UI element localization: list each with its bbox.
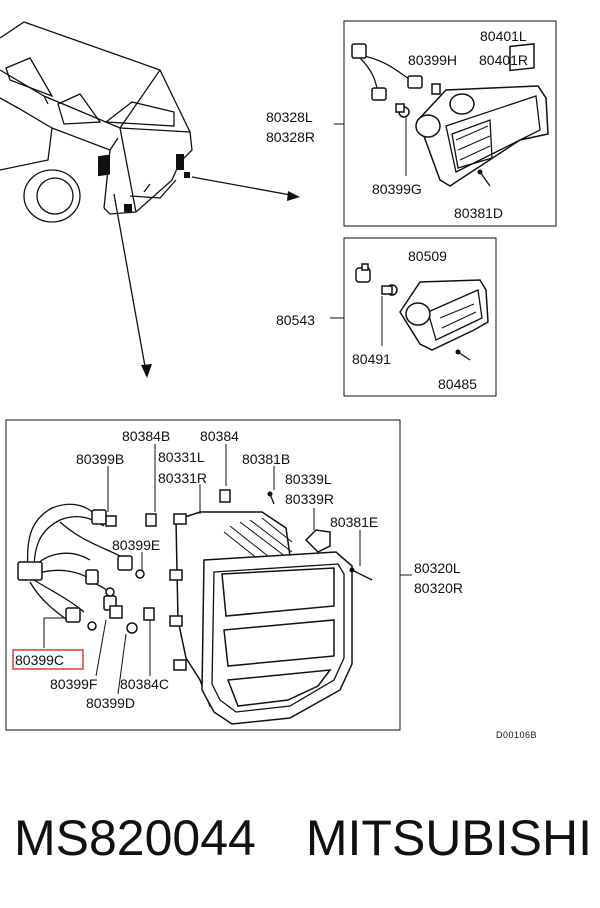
tail-lamp-body <box>169 511 373 725</box>
label-80328R: 80328R <box>266 129 315 145</box>
label-80401L: 80401L <box>480 28 527 44</box>
label-80381D: 80381D <box>454 205 503 221</box>
box-license-lamp <box>330 237 497 397</box>
label-80491: 80491 <box>352 351 391 367</box>
label-80399F: 80399F <box>50 676 97 692</box>
label-80485: 80485 <box>438 376 477 392</box>
label-80320L: 80320L <box>414 560 461 576</box>
pointer-arrows <box>113 176 300 378</box>
label-80339R: 80339R <box>285 491 334 507</box>
label-80399G: 80399G <box>372 181 422 197</box>
label-80331L: 80331L <box>158 449 205 465</box>
highlight-box-80399C <box>12 649 84 670</box>
label-80399E: 80399E <box>112 537 160 553</box>
leader-lines <box>43 444 412 695</box>
footer: MS820044 MITSUBISHI <box>14 808 594 868</box>
label-80384B: 80384B <box>122 428 170 444</box>
label-80384: 80384 <box>200 428 239 444</box>
wiring-harness <box>17 489 275 634</box>
callout-labels: 80401L 80399H 80401R 80328L 80328R 80399… <box>12 28 537 740</box>
label-80331R: 80331R <box>158 470 207 486</box>
box-tail-lamp-assembly <box>5 419 412 731</box>
parts-diagram: 80401L 80399H 80401R 80328L 80328R 80399… <box>0 20 557 740</box>
label-80328L: 80328L <box>266 109 313 125</box>
label-80543: 80543 <box>276 312 315 328</box>
box-rear-combination-lamp <box>334 20 557 227</box>
label-80381E: 80381E <box>330 514 378 530</box>
diagram-code: D00106B <box>496 730 537 740</box>
label-80509: 80509 <box>408 248 447 264</box>
label-80399H: 80399H <box>408 52 457 68</box>
brand-name: MITSUBISHI <box>305 810 592 866</box>
label-80399C[interactable]: 80399C <box>15 652 64 668</box>
part-number: MS820044 <box>14 810 256 866</box>
label-80401R: 80401R <box>479 52 528 68</box>
label-80399D: 80399D <box>86 695 135 711</box>
label-80339L: 80339L <box>285 471 332 487</box>
label-80399B: 80399B <box>76 451 124 467</box>
vehicle-illustration <box>0 21 193 223</box>
label-80384C: 80384C <box>120 676 169 692</box>
label-80320R: 80320R <box>414 580 463 596</box>
label-80381B: 80381B <box>242 451 290 467</box>
